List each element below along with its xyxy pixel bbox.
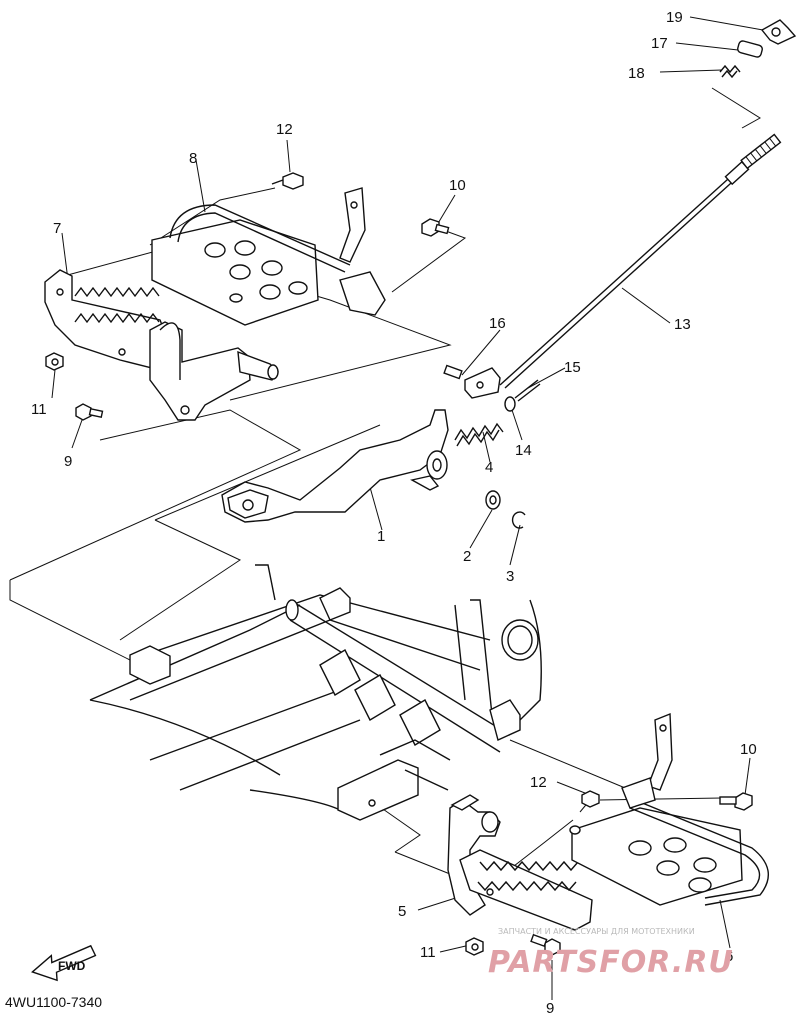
fwd-arrow-icon: FWD bbox=[31, 944, 97, 982]
label-18: 18 bbox=[628, 65, 645, 82]
label-5: 5 bbox=[398, 903, 406, 920]
label-10-right: 10 bbox=[740, 741, 757, 758]
label-11-left: 11 bbox=[31, 401, 47, 418]
pin-17 bbox=[737, 40, 763, 58]
label-15: 15 bbox=[564, 359, 581, 376]
footrest-bracket-5 bbox=[447, 794, 501, 916]
label-17: 17 bbox=[651, 35, 668, 52]
fwd-label: FWD bbox=[58, 959, 86, 973]
clevis-16 bbox=[443, 364, 501, 399]
bolt-12-right bbox=[581, 790, 600, 808]
bolt-10-right bbox=[719, 792, 753, 811]
label-4: 4 bbox=[485, 459, 493, 476]
footrest-plate-8 bbox=[151, 187, 386, 326]
label-1: 1 bbox=[377, 528, 385, 545]
footrest-6 bbox=[459, 849, 593, 931]
adjusting-nut-19 bbox=[760, 19, 797, 45]
watermark: ЗАПЧАСТИ И АКСЕССУАРЫ ДЛЯ МОТОТЕХНИКИ PA… bbox=[488, 927, 734, 980]
label-12-top: 12 bbox=[276, 121, 293, 138]
label-10-top: 10 bbox=[449, 177, 466, 194]
label-7: 7 bbox=[53, 220, 61, 237]
label-2: 2 bbox=[463, 548, 471, 565]
diagram-code: 4WU1100-7340 bbox=[5, 994, 102, 1010]
footrest-plate-right bbox=[569, 712, 769, 906]
label-16: 16 bbox=[489, 315, 506, 332]
label-9-left: 9 bbox=[64, 453, 72, 470]
watermark-brand: PARTSFOR.RU bbox=[488, 945, 734, 980]
label-12-right: 12 bbox=[530, 774, 547, 791]
spring-18 bbox=[719, 64, 741, 79]
label-3: 3 bbox=[506, 568, 514, 585]
label-11-bottom: 11 bbox=[420, 944, 436, 961]
part-labels: 19 17 18 12 8 10 7 13 16 15 11 14 9 4 1 … bbox=[31, 9, 757, 1017]
circlip-3 bbox=[511, 511, 526, 529]
frame bbox=[89, 564, 542, 821]
label-13: 13 bbox=[674, 316, 691, 333]
watermark-subtitle: ЗАПЧАСТИ И АКСЕССУАРЫ ДЛЯ МОТОТЕХНИКИ bbox=[498, 927, 695, 936]
bolt-9-bottom bbox=[530, 933, 561, 956]
cotter-pin-15 bbox=[514, 379, 541, 402]
label-6: 6 bbox=[725, 948, 733, 965]
label-19: 19 bbox=[666, 9, 683, 26]
footrest-bracket-upper bbox=[149, 321, 279, 421]
brake-pedal-1 bbox=[221, 409, 449, 523]
label-9-bottom: 9 bbox=[546, 1000, 554, 1017]
washer-2 bbox=[485, 490, 501, 510]
label-8: 8 bbox=[189, 150, 197, 167]
leader-lines bbox=[9, 16, 764, 1000]
spring-4 bbox=[454, 422, 504, 447]
label-14: 14 bbox=[515, 442, 532, 459]
bolt-9-left bbox=[75, 403, 104, 421]
nut-11-left bbox=[45, 352, 64, 371]
brake-cable bbox=[499, 133, 782, 389]
bolt-12-top bbox=[271, 172, 304, 190]
nut-11-bottom bbox=[465, 937, 484, 956]
bolt-10-top bbox=[421, 218, 450, 237]
washer-14 bbox=[504, 396, 516, 412]
